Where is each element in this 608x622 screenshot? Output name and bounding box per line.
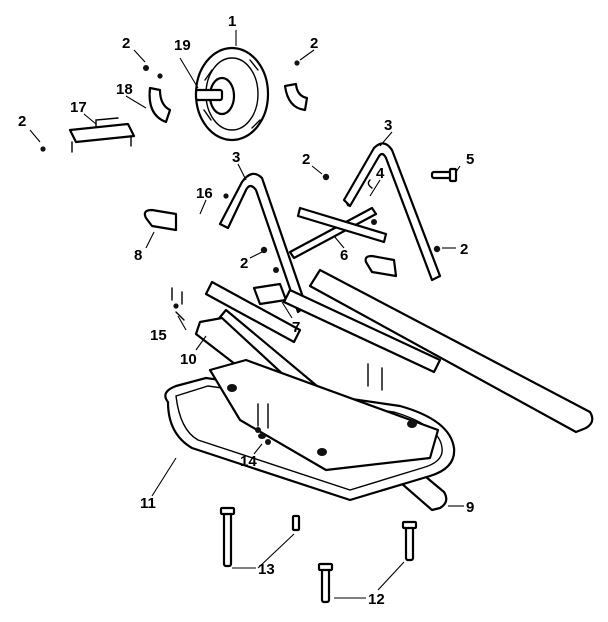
callout-4: 4 [376,165,385,182]
long-bolts [219,506,418,604]
callout-9: 9 [466,499,474,516]
callout-13: 13 [258,561,275,578]
clamp [367,179,373,189]
callout-11: 11 [140,495,156,512]
callout-3a: 3 [384,117,392,134]
callout-2e: 2 [460,241,468,258]
callout-19: 19 [174,37,191,54]
callouts: 1 2 2 2 2 2 2 3 3 4 5 6 7 8 9 10 11 12 1… [18,13,474,608]
handle-bar-right [342,142,442,282]
frame-rail-center [282,288,442,374]
callout-2a: 2 [122,35,130,52]
callout-5: 5 [466,151,474,168]
frame-rail-left [204,280,302,344]
leader-lines [29,30,464,599]
callout-1: 1 [228,13,236,30]
axle-bracket [68,117,136,153]
callout-14: 14 [240,453,257,470]
wheel-bracket-left [148,86,172,124]
cross-brace-top [296,206,388,244]
callout-15: 15 [150,327,167,344]
callout-18: 18 [116,81,133,98]
wheel [194,46,270,142]
wheel-hub [194,88,224,102]
frame-rail-right [308,268,594,434]
callout-7: 7 [292,319,300,336]
callout-12: 12 [368,591,385,608]
bolt-set [171,287,383,445]
callout-17: 17 [70,99,87,116]
callout-2f: 2 [240,255,248,272]
callout-2d: 2 [302,151,310,168]
callout-8: 8 [134,247,142,264]
callout-16: 16 [196,185,213,202]
callout-2c: 2 [18,113,26,130]
callout-6: 6 [340,247,348,264]
callout-2b: 2 [310,35,318,52]
wheel-bracket-right [283,82,309,112]
mounting-bracket [143,208,178,232]
callout-3b: 3 [232,149,240,166]
center-plate [364,254,398,278]
bolt [430,167,458,183]
tray [164,358,456,502]
callout-10: 10 [180,351,197,368]
center-bracket [252,282,288,306]
